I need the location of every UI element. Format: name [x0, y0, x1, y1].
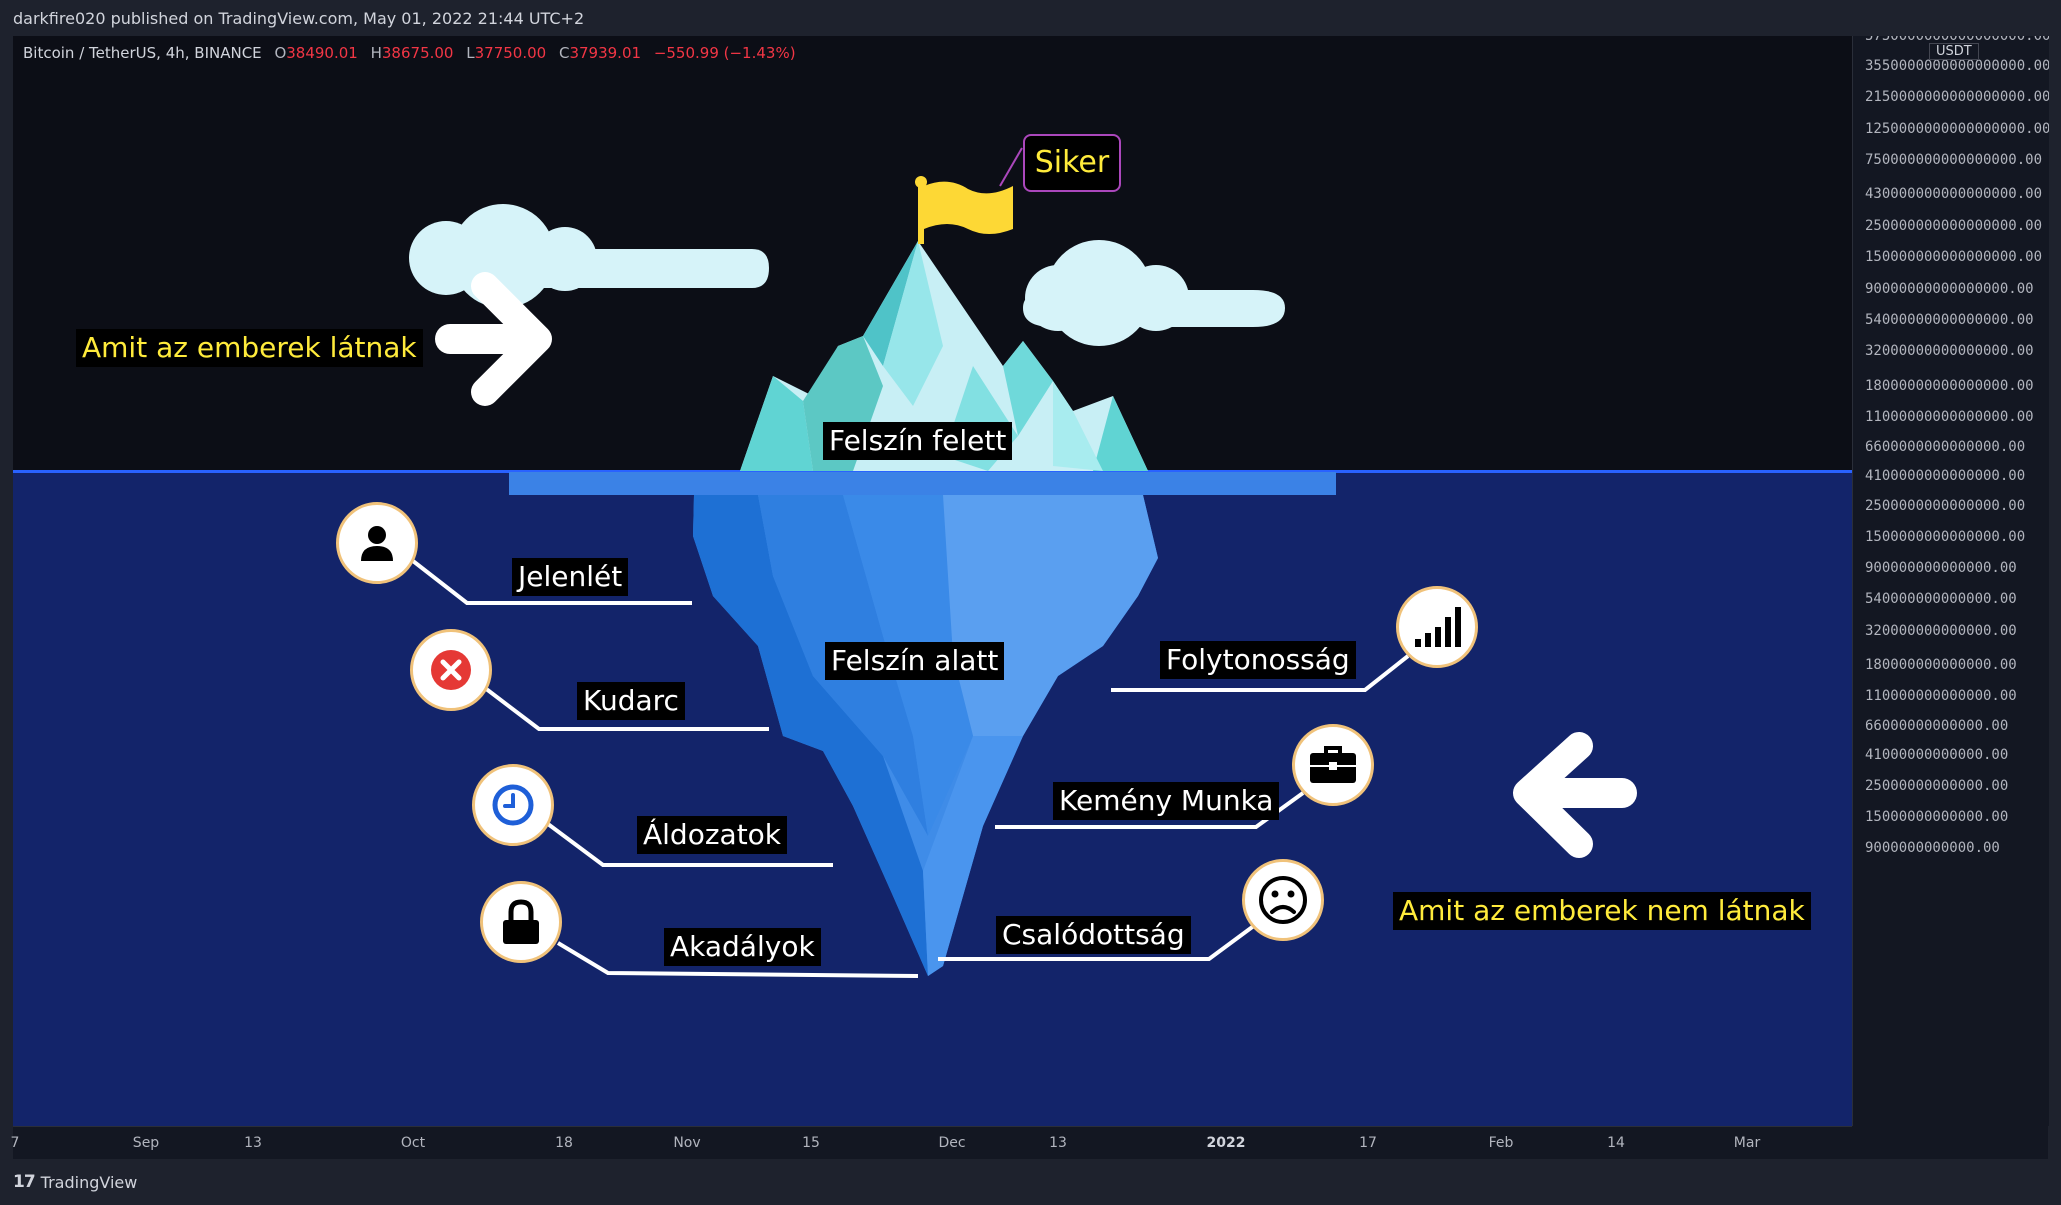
- price-tick: 110000000000000.00: [1865, 688, 2017, 704]
- open-label: O: [274, 44, 287, 62]
- price-tick: 4100000000000000.00: [1865, 468, 2026, 484]
- time-tick: 15: [802, 1135, 820, 1151]
- right-item-label: Kemény Munka: [1053, 782, 1280, 820]
- change-value: −550.99 (−1.43%): [653, 44, 796, 62]
- summit-label: Siker: [1023, 134, 1121, 192]
- chart-canvas[interactable]: Bitcoin / TetherUS, 4h, BINANCE O38490.0…: [13, 36, 1852, 1126]
- price-tick: 900000000000000.00: [1865, 560, 2017, 576]
- time-axis[interactable]: 7 Sep 13 Oct 18 Nov 15 Dec 13 2022 17 Feb 14 Mar: [10, 1126, 1852, 1160]
- visible-caption: Amit az emberek látnak: [76, 329, 423, 367]
- open-value: 38490.01: [286, 44, 358, 62]
- time-tick: 18: [555, 1135, 573, 1151]
- price-tick: 320000000000000.00: [1865, 623, 2017, 639]
- water-shelf: [509, 472, 1336, 495]
- left-item-label: Kudarc: [577, 682, 685, 720]
- time-tick: 7: [10, 1135, 20, 1151]
- tv-brand: TradingView: [40, 1172, 138, 1192]
- price-tick: 90000000000000000.00: [1865, 281, 2034, 297]
- time-tick: 14: [1607, 1135, 1625, 1151]
- hidden-caption: Amit az emberek nem látnak: [1393, 892, 1811, 930]
- footer-bar: [0, 1159, 2061, 1205]
- high-label: H: [370, 44, 382, 62]
- time-tick: 13: [1049, 1135, 1067, 1151]
- close-icon: [410, 629, 492, 711]
- price-tick: 430000000000000000.00: [1865, 186, 2043, 202]
- cloud-left: [409, 204, 769, 308]
- price-tick: 9000000000000.00: [1865, 840, 2000, 856]
- price-tick: 32000000000000000.00: [1865, 343, 2034, 359]
- price-tick: 1250000000000000000.00: [1865, 121, 2049, 137]
- time-tick: Mar: [1733, 1135, 1761, 1151]
- price-tick: 540000000000000.00: [1865, 591, 2017, 607]
- waterline: [13, 470, 1852, 473]
- price-tick: 250000000000000000.00: [1865, 218, 2043, 234]
- arrow-left-icon: [1513, 732, 1637, 858]
- iceberg-illustration: [409, 147, 1637, 978]
- price-tick: 5750000000000000000.00: [1865, 36, 2049, 44]
- left-item-label: Jelenlét: [512, 558, 629, 596]
- clock-icon: [472, 764, 554, 846]
- time-tick: Oct: [400, 1135, 426, 1151]
- left-item-label: Akadályok: [664, 928, 821, 966]
- time-tick: Nov: [673, 1135, 701, 1151]
- low-value: 37750.00: [474, 44, 547, 62]
- price-tick: 66000000000000.00: [1865, 718, 2009, 734]
- high-value: 38675.00: [381, 44, 454, 62]
- symbol-legend[interactable]: Bitcoin / TetherUS, 4h, BINANCE O38490.0…: [23, 44, 796, 62]
- lock-icon: [480, 881, 562, 963]
- below-surface-label: Felszín alatt: [825, 642, 1005, 680]
- price-tick: 18000000000000000.00: [1865, 378, 2034, 394]
- flag-icon: [924, 181, 1013, 234]
- briefcase-icon: [1292, 724, 1374, 806]
- cloud-right: [1023, 240, 1285, 346]
- left-item-label: Áldozatok: [637, 816, 788, 854]
- close-label: C: [558, 44, 570, 62]
- price-tick: 3550000000000000000.00: [1865, 58, 2049, 74]
- price-tick: 15000000000000.00: [1865, 809, 2009, 825]
- price-tick: 6600000000000000.00: [1865, 439, 2026, 455]
- time-tick: Feb: [1488, 1135, 1514, 1151]
- publish-line: darkfire020 published on TradingView.com…: [13, 9, 585, 28]
- flag-pole: [918, 182, 924, 244]
- currency-badge[interactable]: USDT: [1929, 43, 1979, 60]
- above-surface-label: Felszín felett: [823, 422, 1013, 460]
- price-tick: 25000000000000.00: [1865, 778, 2009, 794]
- low-label: L: [466, 44, 475, 62]
- tv-logo-mark: 17: [13, 1172, 36, 1192]
- publish-header: darkfire020 published on TradingView.com…: [0, 0, 2061, 36]
- sad-face-icon: [1242, 859, 1324, 941]
- right-item-label: Folytonosság: [1160, 641, 1356, 679]
- time-tick: 2022: [1206, 1135, 1246, 1151]
- right-item-label: Csalódottság: [996, 916, 1191, 954]
- price-tick: 11000000000000000.00: [1865, 409, 2034, 425]
- signal-bars-icon: [1396, 586, 1478, 668]
- price-tick: 180000000000000.00: [1865, 657, 2017, 673]
- user-icon: [336, 502, 418, 584]
- price-tick: 1500000000000000.00: [1865, 529, 2026, 545]
- time-tick: Dec: [938, 1135, 966, 1151]
- symbol-name: Bitcoin / TetherUS, 4h, BINANCE: [23, 44, 262, 62]
- arrow-right-icon: [435, 272, 552, 406]
- price-tick: 750000000000000000.00: [1865, 152, 2043, 168]
- time-tick: 13: [244, 1135, 262, 1151]
- price-tick: 41000000000000.00: [1865, 747, 2009, 763]
- price-tick: 150000000000000000.00: [1865, 249, 2043, 265]
- price-axis[interactable]: 5750000000000000000.00 355000000000000000…: [1852, 36, 2049, 1126]
- tradingview-logo[interactable]: 17 TradingView: [13, 1172, 137, 1192]
- price-tick: 2500000000000000.00: [1865, 498, 2026, 514]
- price-tick: 54000000000000000.00: [1865, 312, 2034, 328]
- price-tick: 2150000000000000000.00: [1865, 89, 2049, 105]
- time-tick: 17: [1359, 1135, 1377, 1151]
- time-tick: Sep: [132, 1135, 160, 1151]
- close-value: 37939.01: [569, 44, 642, 62]
